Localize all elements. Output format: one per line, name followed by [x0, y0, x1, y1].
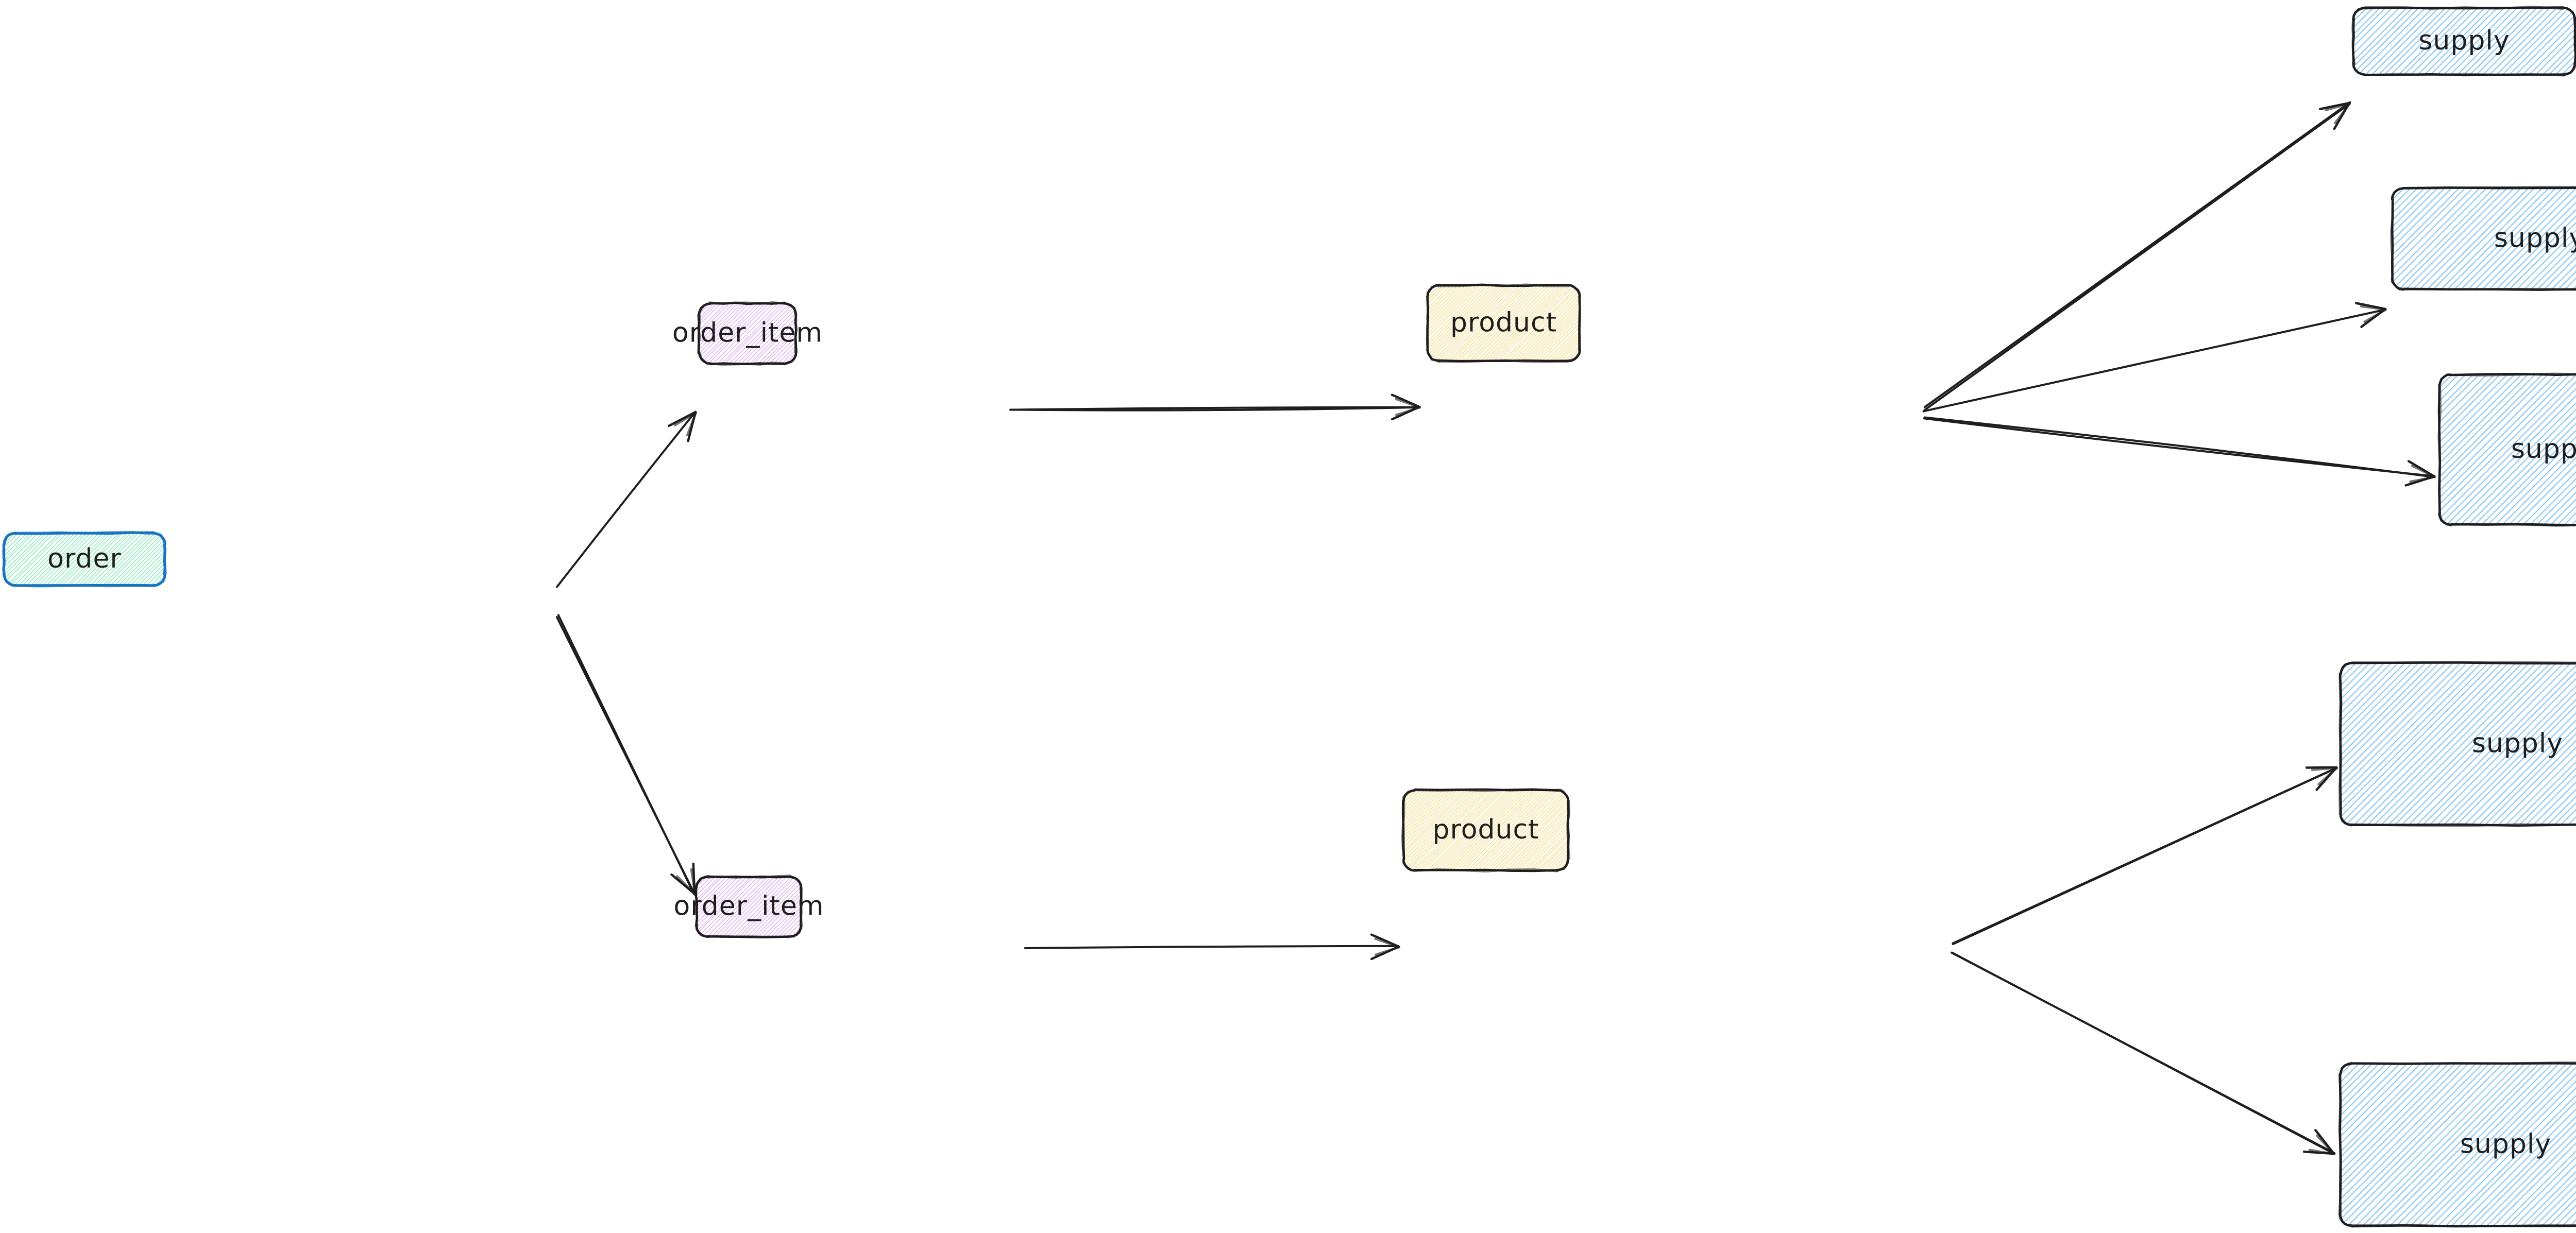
node-outline — [2338, 1061, 2576, 1228]
node-supply_4[interactable]: supply — [1958, 184, 2576, 1233]
node-outline — [697, 301, 798, 366]
node-outline — [2, 530, 167, 588]
node-order_item_top[interactable]: order_item — [580, 167, 914, 501]
arrowhead-icon — [1374, 937, 1401, 956]
node-label-supply_1: supply — [2418, 25, 2510, 56]
node-outline — [2338, 661, 2576, 827]
node-outline — [694, 875, 803, 938]
edge-product_top-to-supply_2[interactable] — [1922, 302, 2387, 413]
edge-stroke — [556, 410, 697, 588]
node-outline — [2390, 185, 2576, 291]
node-supply_2[interactable]: supply — [2091, 0, 2576, 687]
arrowhead-icon — [673, 411, 698, 437]
node-label-supply_4: supply — [2472, 728, 2563, 759]
node-outline — [2351, 5, 2576, 77]
edge-product_bottom-to-supply_4[interactable] — [1952, 766, 2338, 946]
node-order[interactable]: order — [0, 316, 329, 803]
edge-stroke — [1951, 951, 2335, 1155]
node-label-order_item_top: order_item — [672, 318, 823, 349]
node-label-product_bottom: product — [1432, 814, 1539, 845]
arrowhead-icon — [2308, 1135, 2336, 1156]
edge-stroke — [1024, 945, 1399, 949]
edge-stroke — [1952, 767, 2338, 946]
edge-product_top-to-supply_3[interactable] — [1923, 416, 2436, 487]
node-outline — [1401, 787, 1571, 873]
arrowhead-icon — [2311, 766, 2338, 785]
node-supply_1[interactable]: supply — [2130, 0, 2576, 375]
edge-stroke — [1009, 406, 1421, 412]
node-outline — [1426, 283, 1582, 363]
node-label-product_top: product — [1450, 307, 1557, 338]
arrowhead-icon — [2409, 465, 2436, 483]
edge-order-to-order_item_top[interactable] — [556, 410, 698, 588]
node-order_item_bottom[interactable]: order_item — [574, 731, 924, 1082]
edge-order_item_bottom-to-product_bottom[interactable] — [1024, 933, 1401, 961]
node-label-order: order — [47, 543, 122, 574]
edge-stroke — [555, 616, 696, 896]
edges-layer — [555, 101, 2436, 1156]
node-product_bottom[interactable]: product — [1221, 566, 1750, 1094]
node-supply_5[interactable]: supply — [1975, 614, 2576, 1233]
edge-stroke — [1923, 101, 2351, 408]
node-label-order_item_bottom: order_item — [673, 891, 824, 922]
arrowhead-icon — [2325, 102, 2351, 125]
edge-product_top-to-supply_1[interactable] — [1923, 101, 2351, 412]
node-label-supply_5: supply — [2460, 1129, 2551, 1160]
arrowhead-icon — [2360, 305, 2387, 323]
edge-stroke — [1009, 406, 1421, 411]
node-product_top[interactable]: product — [1259, 79, 1748, 567]
edge-order_item_top-to-product_top[interactable] — [1009, 393, 1421, 421]
edge-product_bottom-to-supply_5[interactable] — [1951, 951, 2336, 1156]
edge-stroke — [1922, 309, 2386, 413]
edge-stroke — [1923, 102, 2351, 412]
node-outline — [2437, 372, 2576, 527]
edge-stroke — [1923, 417, 2436, 477]
node-supply_3[interactable]: supply — [2156, 49, 2576, 851]
edge-order-to-order_item_bottom[interactable] — [555, 614, 697, 896]
arrowhead-icon — [1395, 398, 1421, 416]
node-label-supply_3: supply — [2511, 434, 2576, 465]
node-label-supply_2: supply — [2494, 223, 2576, 254]
